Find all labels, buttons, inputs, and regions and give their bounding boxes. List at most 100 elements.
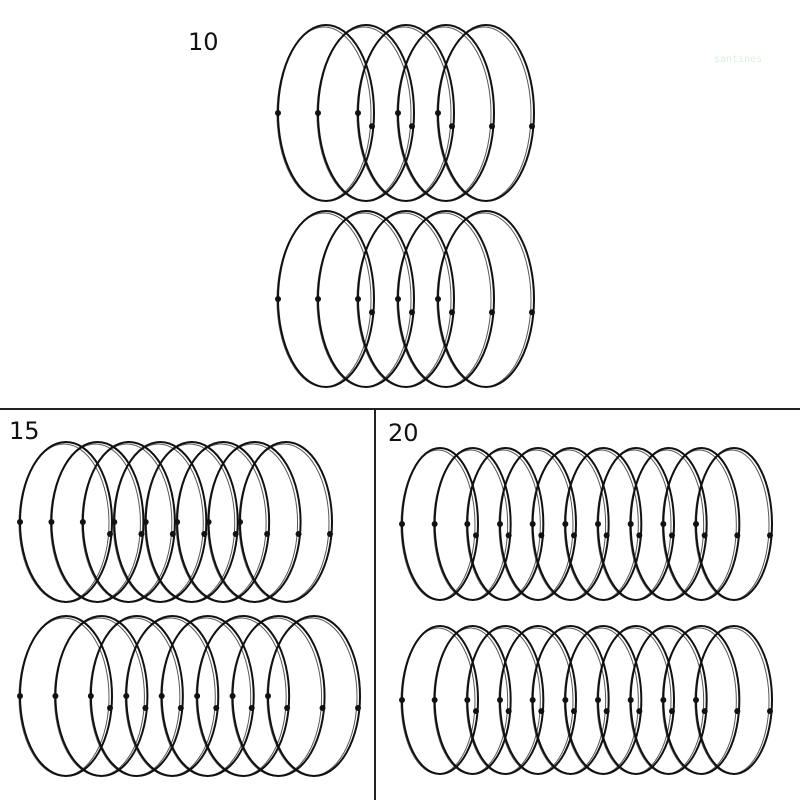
- cord-loop: [196, 615, 291, 777]
- sliding-knot-right: [295, 531, 302, 537]
- sliding-knot-right: [701, 532, 708, 539]
- sliding-knot-right: [734, 532, 741, 539]
- bracelet-bottom-right: [660, 625, 741, 775]
- sliding-knot-right: [232, 531, 239, 537]
- bracelet-bottom-right: [464, 625, 545, 775]
- sliding-knot-left: [627, 521, 634, 527]
- cord-strand: [433, 449, 509, 601]
- sliding-knot-right: [449, 309, 455, 316]
- cord-loop: [54, 615, 149, 777]
- bracelet-bottom-right: [595, 625, 675, 775]
- sliding-knot-right: [734, 708, 741, 715]
- sliding-knot-left: [142, 519, 149, 525]
- bracelet-bottom-left: [265, 615, 361, 777]
- bracelet-bottom-right: [399, 625, 479, 775]
- sliding-knot-right: [142, 705, 149, 711]
- cord-loop: [50, 441, 145, 603]
- sliding-knot-left: [87, 693, 94, 699]
- bracelet-top: [395, 24, 495, 202]
- cord-loop: [267, 615, 361, 777]
- bracelet-top: [315, 24, 415, 202]
- bracelet-bottom-left: [174, 441, 271, 603]
- watermark-text: santines: [714, 54, 763, 65]
- sliding-knot-right: [327, 531, 333, 537]
- cord-loop: [437, 24, 535, 202]
- sliding-knot-left: [660, 697, 667, 703]
- bracelet-top: [355, 210, 455, 388]
- bracelet-bottom-right: [627, 447, 708, 601]
- sliding-knot-right: [201, 531, 208, 537]
- sliding-knot-left: [497, 697, 503, 703]
- sliding-knot-right: [489, 309, 495, 316]
- cord-loop: [231, 615, 326, 777]
- cord-loop: [397, 24, 495, 202]
- sliding-knot-left: [693, 521, 699, 527]
- cord-loop: [125, 615, 220, 777]
- cord-loop: [160, 615, 255, 777]
- sliding-knot-right: [409, 309, 415, 316]
- sliding-knot-left: [595, 697, 601, 703]
- sliding-knot-left: [17, 519, 23, 525]
- sliding-knot-left: [355, 110, 361, 116]
- bracelet-bottom-right: [595, 447, 675, 601]
- sliding-knot-left: [395, 110, 401, 116]
- sliding-knot-right: [107, 531, 113, 537]
- bracelet-bottom-left: [123, 615, 220, 777]
- sliding-knot-left: [660, 521, 667, 527]
- sliding-knot-left: [17, 693, 23, 699]
- sliding-knot-left: [497, 521, 503, 527]
- sliding-knot-right: [169, 531, 176, 537]
- sliding-knot-left: [395, 296, 401, 302]
- sliding-knot-right: [138, 531, 145, 537]
- vertical-divider: [374, 408, 376, 800]
- sliding-knot-left: [194, 693, 201, 699]
- cord-strand: [400, 627, 476, 775]
- sliding-knot-left: [464, 521, 471, 527]
- sliding-knot-left: [158, 693, 165, 699]
- bracelet-bottom-right: [562, 625, 643, 775]
- sliding-knot-right: [529, 309, 535, 316]
- cord-loop: [176, 441, 271, 603]
- bracelet-bottom-left: [205, 441, 302, 603]
- sliding-knot-left: [464, 697, 471, 703]
- cord-loop: [113, 441, 208, 603]
- sliding-knot-left: [562, 521, 569, 527]
- bracelet-bottom-right: [529, 625, 610, 775]
- sliding-knot-right: [264, 531, 271, 537]
- sliding-knot-right: [529, 123, 535, 130]
- sliding-knot-left: [431, 697, 438, 703]
- bracelet-top: [275, 210, 375, 388]
- sliding-knot-left: [315, 296, 321, 302]
- sliding-knot-left: [111, 519, 118, 525]
- sliding-knot-right: [248, 705, 255, 711]
- sliding-knot-right: [669, 532, 675, 539]
- sliding-knot-left: [174, 519, 181, 525]
- bracelet-bottom-right: [431, 447, 512, 601]
- sliding-knot-right: [571, 708, 577, 715]
- sliding-knot-left: [123, 693, 130, 699]
- cord-loop: [144, 441, 239, 603]
- bracelet-bottom-right: [660, 447, 741, 601]
- sliding-knot-left: [435, 296, 441, 302]
- sliding-knot-left: [275, 296, 281, 302]
- sliding-knot-right: [489, 123, 495, 130]
- bracelet-bottom-right: [529, 447, 610, 601]
- cord-loop: [239, 441, 333, 603]
- sliding-knot-right: [473, 532, 479, 539]
- sliding-knot-right: [603, 708, 610, 715]
- bracelet-top: [435, 24, 535, 202]
- sliding-knot-left: [529, 697, 536, 703]
- sliding-knot-left: [237, 519, 243, 525]
- bracelet-bottom-left: [237, 441, 333, 603]
- bracelet-bottom-right: [627, 625, 708, 775]
- sliding-knot-left: [399, 521, 405, 527]
- sliding-knot-right: [603, 532, 610, 539]
- cord-loop: [19, 615, 113, 777]
- bracelet-bottom-right: [693, 447, 773, 601]
- bracelet-top: [315, 210, 415, 388]
- top-panel-count-label: 10: [188, 28, 219, 56]
- sliding-knot-left: [562, 697, 569, 703]
- bracelet-bottom-right: [464, 447, 545, 601]
- sliding-knot-left: [399, 697, 405, 703]
